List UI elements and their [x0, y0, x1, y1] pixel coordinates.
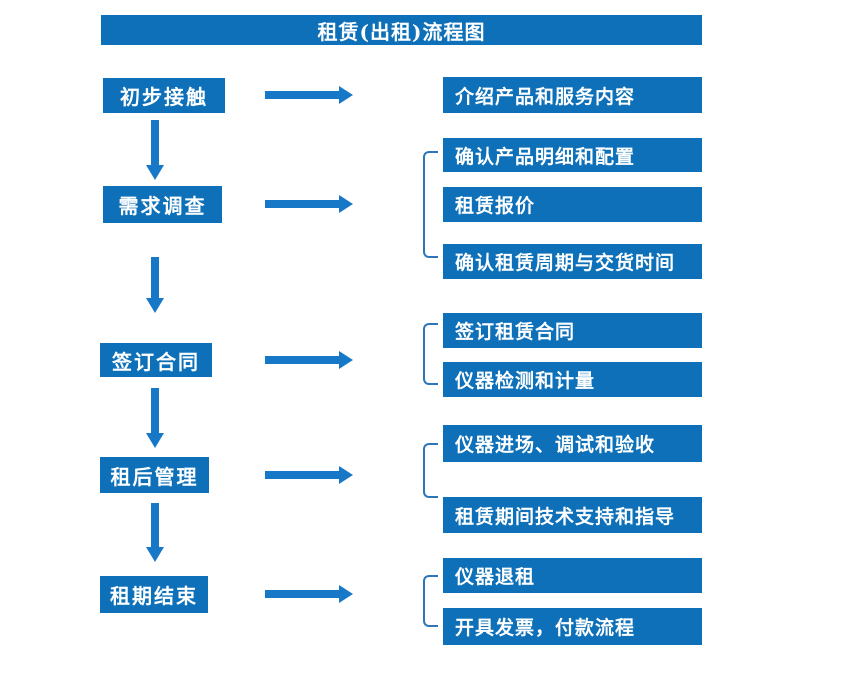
down-arrow-head: [146, 547, 164, 562]
right-arrow-head: [339, 351, 353, 369]
output-box: 确认产品明细和配置: [443, 138, 702, 172]
right-arrow-icon: [265, 466, 353, 484]
output-box: 仪器退租: [443, 558, 702, 593]
output-box: 租赁报价: [443, 187, 702, 222]
right-arrow-shaft: [265, 471, 340, 479]
output-box: 介绍产品和服务内容: [443, 77, 702, 113]
right-arrow-head: [339, 466, 353, 484]
down-arrow-head: [146, 298, 164, 313]
stage-box-lease-end: 租期结束: [100, 576, 208, 613]
right-arrow-head: [339, 195, 353, 213]
flowchart-title: 租赁(出租)流程图: [101, 15, 702, 45]
output-box: 确认租赁周期与交货时间: [443, 244, 702, 279]
down-arrow-head: [146, 165, 164, 180]
down-arrow-icon: [146, 120, 164, 180]
down-arrow-icon: [146, 503, 164, 562]
down-arrow-head: [146, 433, 164, 448]
down-arrow-icon: [146, 388, 164, 448]
bracket-connector: [423, 575, 438, 627]
right-arrow-head: [339, 585, 353, 603]
down-arrow-shaft: [151, 503, 159, 548]
right-arrow-shaft: [265, 91, 340, 99]
right-arrow-shaft: [265, 356, 340, 364]
output-box: 仪器检测和计量: [443, 362, 702, 397]
right-arrow-icon: [265, 585, 353, 603]
stage-box-post-rental-management: 租后管理: [100, 457, 209, 493]
right-arrow-shaft: [265, 590, 340, 598]
stage-box-sign-contract: 签订合同: [100, 343, 212, 377]
down-arrow-shaft: [151, 257, 159, 299]
right-arrow-icon: [265, 351, 353, 369]
right-arrow-shaft: [265, 200, 340, 208]
bracket-connector: [423, 151, 438, 258]
stage-box-initial-contact: 初步接触: [103, 78, 225, 113]
output-box: 开具发票，付款流程: [443, 608, 702, 645]
right-arrow-icon: [265, 195, 353, 213]
down-arrow-icon: [146, 257, 164, 313]
down-arrow-shaft: [151, 120, 159, 166]
bracket-connector: [423, 323, 438, 385]
output-box: 签订租赁合同: [443, 313, 702, 348]
output-box: 仪器进场、调试和验收: [443, 425, 702, 462]
right-arrow-head: [339, 86, 353, 104]
output-box: 租赁期间技术支持和指导: [443, 497, 702, 533]
stage-box-demand-survey: 需求调查: [103, 186, 222, 223]
right-arrow-icon: [265, 86, 353, 104]
bracket-connector: [423, 443, 438, 498]
down-arrow-shaft: [151, 388, 159, 434]
